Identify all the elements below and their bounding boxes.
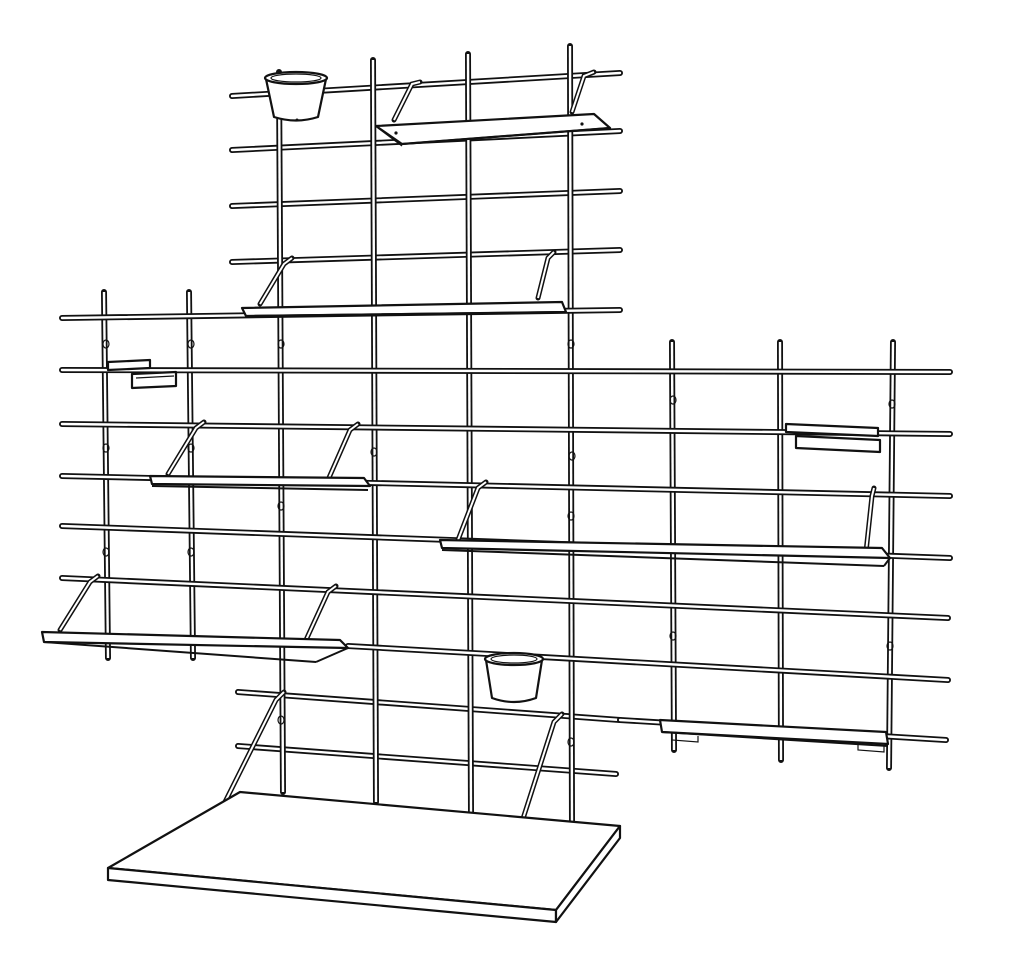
upright-post [186,289,196,661]
shelf-right-bottom [658,718,890,753]
small-tray-right [784,422,882,454]
shelf-left-lower [40,573,350,663]
small-tray-left [106,358,178,390]
base-stand [106,689,622,924]
joint-rings [102,339,896,747]
shelf-left-middle [148,419,372,491]
center-grid-rails [229,70,623,777]
upright-post [465,51,474,815]
flower-pot-middle [483,651,545,704]
rail [59,575,951,621]
shelf-top [374,69,612,147]
rail [235,689,623,723]
upright-post [276,69,286,795]
shelf-upper-center [240,249,568,318]
center-posts [276,43,575,829]
flower-pot-top [263,70,329,122]
rail [59,367,953,375]
shelf-right-long [438,479,892,567]
upright-post [567,43,575,829]
rail [229,188,623,209]
rail [235,743,619,777]
rail [345,643,951,683]
upright-post [370,57,379,805]
